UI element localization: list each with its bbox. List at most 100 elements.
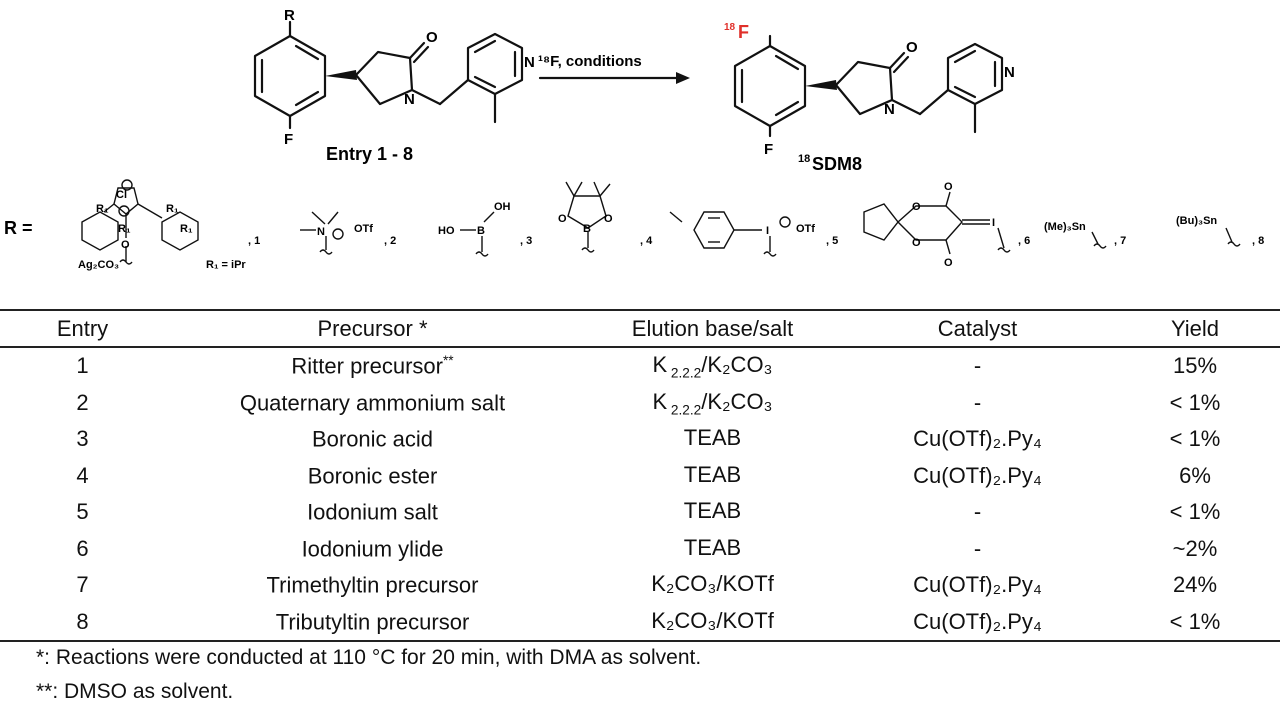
base-cell: K 2.2.2/K₂CO₃ [652,352,773,381]
catalyst-cell: - [973,389,982,415]
arrow-head-icon [676,72,690,84]
catalyst-cell: - [973,535,982,561]
catalyst-cell: - [973,353,982,379]
reagent-label: ¹⁸F, conditions [538,53,642,70]
pyridine-nitrogen-label: N [524,54,535,71]
substituent-1: Cl R₁ R₁ R₁ R₁ O Ag₂CO₃ R₁ = iPr , 1 [78,179,260,271]
reactant-label: Entry 1 - 8 [326,144,413,164]
header-entry: Entry [0,309,165,348]
substituent-7: (Me)₃Sn , 7 [1044,221,1126,249]
fluorine-label: F [284,131,293,148]
results-table: Entry Precursor * Elution base/salt Cata… [0,309,1280,642]
substituent-6: O O O O I , 6 [863,181,1030,269]
precursor-cell: Ritter precursor** [291,353,454,379]
svg-text:I: I [992,217,995,229]
yield-cell: < 1% [1110,603,1280,642]
yield-cell: < 1% [1169,426,1221,452]
svg-text:OH: OH [494,201,511,213]
header-elution-base: Elution base/salt [580,309,845,348]
svg-text:O: O [944,181,953,193]
base-cell: TEAB [683,425,742,451]
entry-cell: 4 [76,462,89,488]
header-catalyst: Catalyst [845,309,1110,348]
product-structure [733,34,1004,138]
precursor-cell: Iodonium salt [307,499,438,525]
reactant-structure [253,20,524,130]
svg-text:Ag₂CO₃: Ag₂CO₃ [78,259,119,271]
product-label: SDM8 [812,154,862,174]
svg-text:, 4: , 4 [640,235,653,247]
entry-cell: 1 [76,353,89,379]
svg-text:O: O [604,213,613,225]
svg-text:R₁: R₁ [166,203,179,215]
svg-text:B: B [477,225,485,237]
entry-cell: 2 [76,389,89,415]
product-lactam-nitrogen-label: N [884,101,895,118]
yield-cell: < 1% [1169,389,1221,415]
svg-text:N: N [317,226,325,238]
svg-text:, 8: , 8 [1252,235,1264,247]
entry-cell: 3 [76,426,89,452]
yield-cell: 15% [1172,353,1218,379]
yield-cell: < 1% [1169,499,1221,525]
svg-text:Cl: Cl [116,189,127,201]
svg-text:O: O [558,213,567,225]
base-cell: TEAB [683,534,742,560]
svg-text:, 1: , 1 [248,235,260,247]
svg-text:, 2: , 2 [384,235,396,247]
svg-text:(Bu)₃Sn: (Bu)₃Sn [1176,215,1217,227]
base-cell: K 2.2.2/K₂CO₃ [652,388,773,417]
svg-text:, 6: , 6 [1018,235,1030,247]
svg-text:O: O [912,201,921,213]
table-row: 6 Iodonium ylide TEAB - ~2% [0,531,1280,568]
catalyst-cell: Cu(OTf)₂.Py₄ [845,603,1110,642]
substituent-8: (Bu)₃Sn , 8 [1176,215,1264,247]
precursor-cell: Tributyltin precursor [165,603,580,642]
substituent-2: N OTf , 2 [300,211,396,255]
svg-text:OTf: OTf [796,223,815,235]
svg-text:O: O [944,257,953,269]
entry-cell: 5 [76,499,89,525]
base-cell: TEAB [683,461,742,487]
base-cell: K₂CO₃/KOTf [580,603,845,642]
table-header-row: Entry Precursor * Elution base/salt Cata… [0,309,1280,348]
svg-text:OTf: OTf [354,223,373,235]
svg-text:O: O [912,237,921,249]
r-substituent-label: R [284,7,295,24]
table-row: 2 Quaternary ammonium salt K 2.2.2/K₂CO₃… [0,385,1280,422]
substituent-5: I OTf , 5 [669,211,838,257]
product-carbonyl-oxygen-label: O [906,39,918,56]
base-cell: TEAB [683,498,742,524]
table-row: 1 Ritter precursor** K 2.2.2/K₂CO₃ - 15% [0,347,1280,385]
svg-text:(Me)₃Sn: (Me)₃Sn [1044,221,1086,233]
table-row: 5 Iodonium salt TEAB - < 1% [0,494,1280,531]
substituent-3: OH HO B , 3 [438,201,532,257]
svg-text:HO: HO [438,225,455,237]
product-fluorine-label: F [764,141,773,158]
svg-text:R₁: R₁ [96,203,109,215]
entry-cell: 7 [76,572,89,598]
precursor-cell: Trimethyltin precursor [266,572,479,598]
precursor-cell: Boronic acid [311,426,434,452]
header-precursor: Precursor * [165,309,580,348]
svg-text:R₁: R₁ [180,223,193,235]
radiofluorine-label: F [738,22,749,42]
footnote-1: *: Reactions were conducted at 110 °C fo… [36,646,702,669]
entry-cell: 6 [76,535,89,561]
svg-text:B: B [583,223,591,235]
yield-cell: 24% [1172,572,1218,598]
header-yield: Yield [1110,309,1280,348]
table-row: 4 Boronic ester TEAB Cu(OTf)₂.Py₄ 6% [0,458,1280,495]
table-row: 3 Boronic acid TEAB Cu(OTf)₂.Py₄ < 1% [0,421,1280,458]
r-equals-label: R = [4,218,33,238]
precursor-cell: Iodonium ylide [301,535,444,561]
catalyst-cell: - [973,499,982,525]
yield-cell: 6% [1179,462,1211,488]
substituent-4: O O B , 4 [558,181,653,253]
svg-text:R₁: R₁ [118,223,131,235]
svg-text:R₁ = iPr: R₁ = iPr [206,259,246,271]
table-row: 7 Trimethyltin precursor K₂CO₃/KOTf Cu(O… [0,567,1280,604]
carbonyl-oxygen-label: O [426,29,438,46]
entry-cell: 8 [0,603,165,642]
svg-text:, 3: , 3 [520,235,532,247]
